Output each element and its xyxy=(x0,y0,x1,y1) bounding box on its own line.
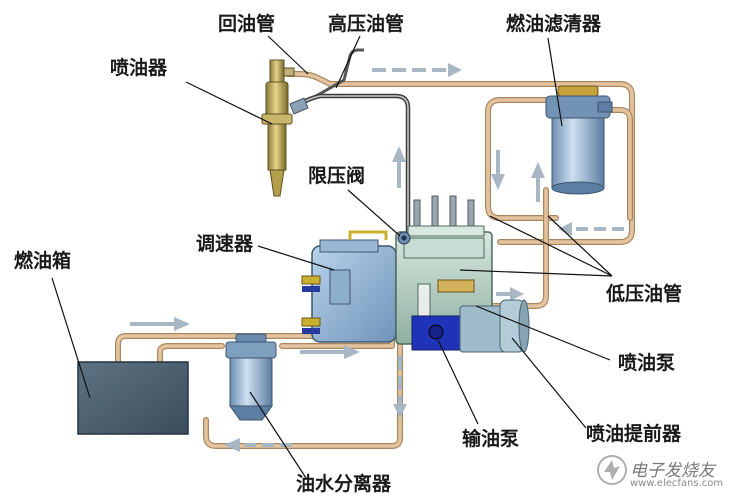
label-governor: 调速器 xyxy=(196,233,254,255)
watermark-url: www.elecfans.com xyxy=(630,478,724,489)
arrow-tank-out xyxy=(130,317,190,331)
governor xyxy=(301,230,397,343)
fuel-tank xyxy=(77,361,189,435)
label-fuel-tank: 燃油箱 xyxy=(14,250,72,272)
arrow-top-return xyxy=(372,63,462,77)
label-pressure-limit-valve: 限压阀 xyxy=(308,165,366,187)
transfer-pump xyxy=(411,315,463,351)
label-low-pressure-pipe: 低压油管 xyxy=(606,283,683,305)
fuel-filter xyxy=(545,85,613,195)
label-transfer-pump: 输油泵 xyxy=(462,428,520,450)
label-water-separator: 油水分离器 xyxy=(296,473,392,495)
label-injector: 喷油器 xyxy=(110,57,168,79)
watermark-text: 电子发烧友 xyxy=(630,461,715,481)
arrow-bottom-left xyxy=(224,438,292,452)
flow-arrows xyxy=(130,63,624,452)
arrow-pump-right xyxy=(496,287,524,301)
pressure-limit-valve xyxy=(397,231,411,245)
water-separator xyxy=(225,333,277,421)
injection-advancer xyxy=(459,299,530,353)
arrow-loop-up xyxy=(531,162,545,202)
leader-lines xyxy=(51,35,613,479)
watermark-logo xyxy=(597,455,627,485)
arrow-high-pressure-up xyxy=(392,146,406,188)
injector xyxy=(261,59,309,197)
label-injection-advancer: 喷油提前器 xyxy=(586,423,682,445)
label-injection-pump: 喷油泵 xyxy=(618,352,676,374)
arrow-mid-right xyxy=(300,345,360,359)
arrow-filter-return xyxy=(558,222,624,236)
label-fuel-filter: 燃油滤清器 xyxy=(506,13,602,35)
arrow-down-dashed xyxy=(393,356,407,418)
high-pressure-pipe xyxy=(298,48,411,236)
label-high-pressure-pipe: 高压油管 xyxy=(328,13,405,35)
label-return-pipe: 回油管 xyxy=(218,13,276,35)
arrow-loop-down xyxy=(491,150,505,190)
